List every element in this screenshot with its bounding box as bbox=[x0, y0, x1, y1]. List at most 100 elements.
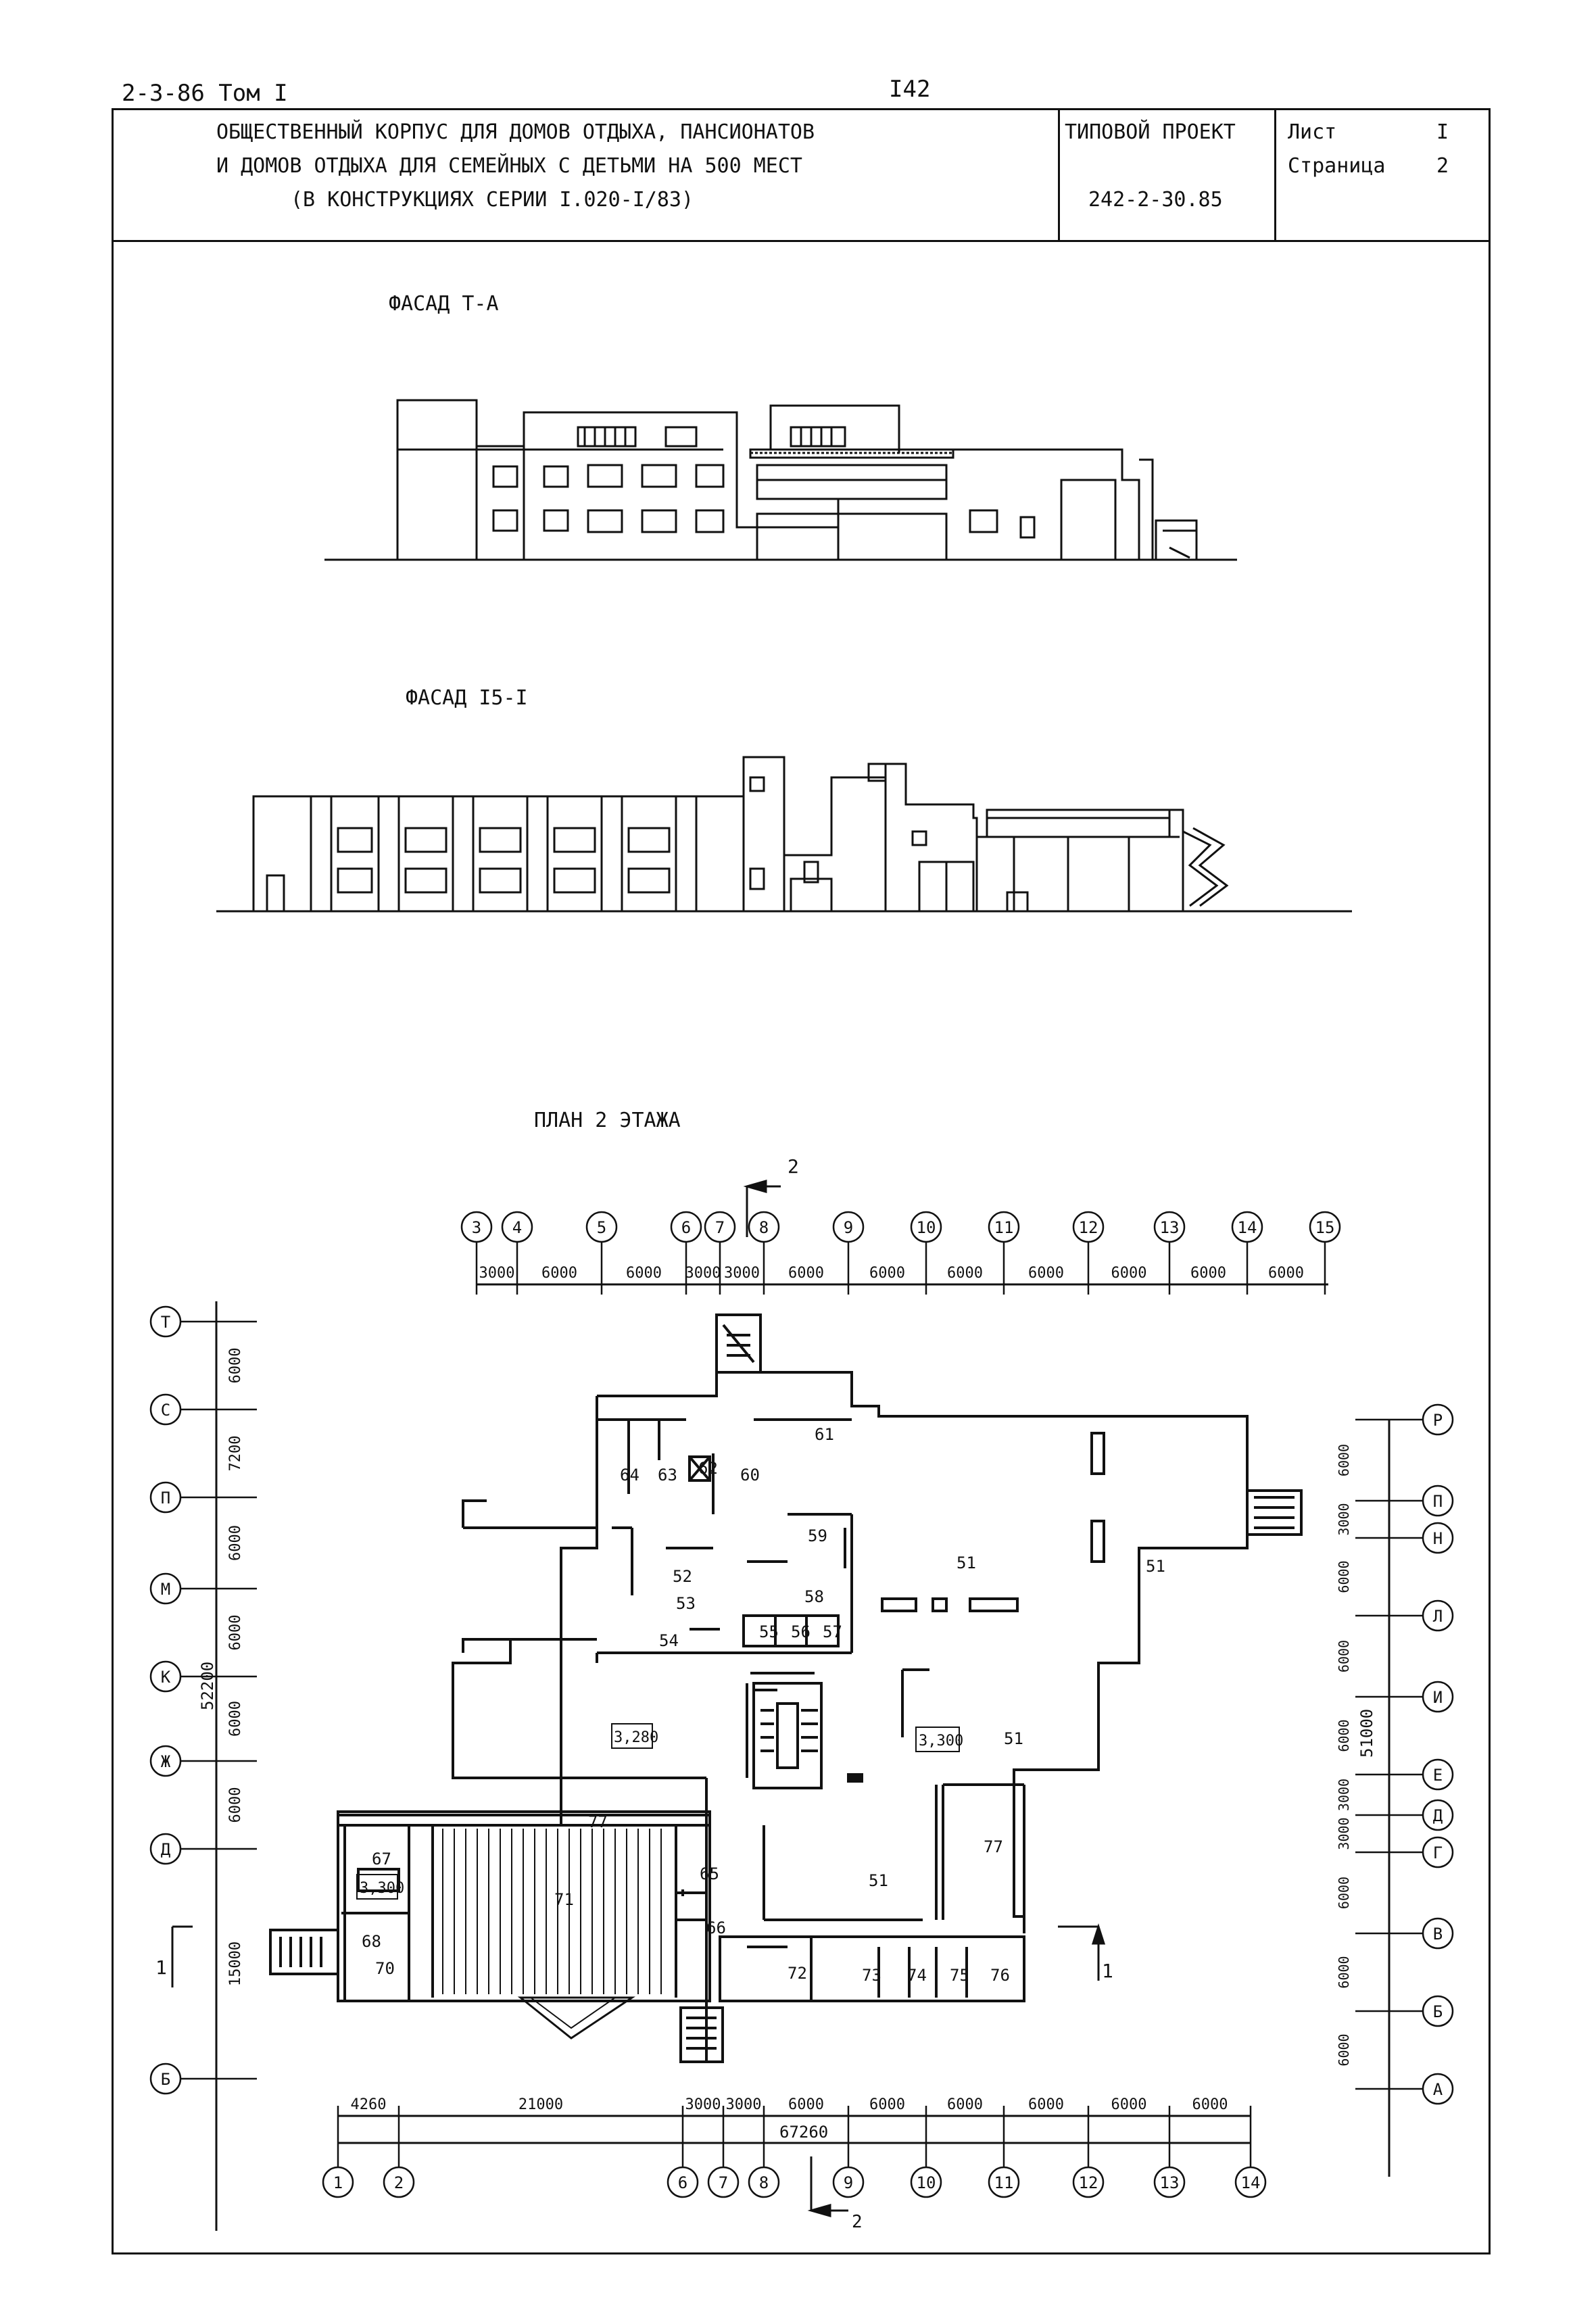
room-number: 67 bbox=[372, 1850, 391, 1868]
axis-right-Л: Л bbox=[1422, 1599, 1454, 1632]
section-mark-top: 2 bbox=[788, 1155, 799, 1178]
project-type-label: ТИПОВОЙ ПРОЕКТ bbox=[1065, 120, 1236, 144]
room-number: 71 bbox=[554, 1890, 574, 1909]
top-dim: 6000 bbox=[869, 1265, 905, 1282]
room-number: 70 bbox=[375, 1959, 395, 1978]
room-number: 68 bbox=[362, 1932, 381, 1951]
section-1-left: 1 bbox=[155, 1956, 167, 1979]
room-number: 75 bbox=[950, 1966, 969, 1985]
svg-text:Л: Л bbox=[1433, 1607, 1443, 1626]
axis-right-Д: Д bbox=[1422, 1799, 1454, 1831]
svg-text:13: 13 bbox=[1160, 1218, 1180, 1237]
facade-151-drawing bbox=[216, 756, 1352, 913]
section-mark-bottom: 2 bbox=[852, 2212, 863, 2231]
axis-top-6: 6 bbox=[670, 1211, 702, 1243]
svg-text:Р: Р bbox=[1433, 1411, 1443, 1430]
svg-text:Е: Е bbox=[1433, 1766, 1443, 1785]
axis-bottom-13: 13 bbox=[1153, 2166, 1186, 2198]
top-dim: 6000 bbox=[626, 1265, 662, 1282]
room-number: 72 bbox=[788, 1964, 807, 1983]
axis-top-11: 11 bbox=[988, 1211, 1020, 1243]
bottom-dim: 21000 bbox=[518, 2096, 563, 2113]
room-number: 60 bbox=[740, 1466, 760, 1485]
elevation-marks bbox=[356, 1723, 960, 1900]
room-number: 51 bbox=[869, 1871, 888, 1890]
page-value: 2 bbox=[1436, 154, 1449, 178]
axis-top-5: 5 bbox=[585, 1211, 618, 1243]
axis-right-И: И bbox=[1422, 1681, 1454, 1713]
right-dim: 6000 bbox=[1336, 1956, 1352, 1988]
right-dim: 3000 bbox=[1336, 1779, 1352, 1811]
room-number: 63 bbox=[658, 1466, 677, 1485]
right-dim: 3000 bbox=[1336, 1503, 1352, 1535]
svg-text:К: К bbox=[161, 1668, 171, 1687]
project-title-line-3: (В КОНСТРУКЦИЯХ СЕРИИ I.020-I/83) bbox=[291, 188, 694, 212]
axis-right-В: В bbox=[1422, 1917, 1454, 1950]
svg-text:10: 10 bbox=[917, 2173, 936, 2192]
top-dim: 6000 bbox=[1028, 1265, 1064, 1282]
svg-text:13: 13 bbox=[1160, 2173, 1180, 2192]
axis-bottom-12: 12 bbox=[1072, 2166, 1105, 2198]
svg-text:7: 7 bbox=[715, 1218, 725, 1237]
axis-left-Б: Б bbox=[149, 2062, 182, 2095]
room-number: 64 bbox=[620, 1466, 639, 1485]
axis-top-15: 15 bbox=[1309, 1211, 1341, 1243]
svg-text:9: 9 bbox=[844, 1218, 853, 1237]
plan-title: ПЛАН 2 ЭТАЖА bbox=[534, 1109, 681, 1132]
room-number: 77 bbox=[984, 1837, 1003, 1856]
svg-text:А: А bbox=[1433, 2080, 1443, 2099]
bottom-dim: 6000 bbox=[1111, 2096, 1147, 2113]
axis-top-3: 3 bbox=[460, 1211, 493, 1243]
room-number: 54 bbox=[659, 1631, 679, 1650]
axis-top-8: 8 bbox=[748, 1211, 780, 1243]
room-number: 62 bbox=[698, 1459, 718, 1478]
svg-text:Д: Д bbox=[161, 1840, 171, 1859]
svg-text:12: 12 bbox=[1079, 1218, 1098, 1237]
axis-left-С: С bbox=[149, 1393, 182, 1426]
svg-text:2: 2 bbox=[394, 2173, 404, 2192]
axis-top-4: 4 bbox=[501, 1211, 533, 1243]
bottom-dim: 6000 bbox=[947, 2096, 983, 2113]
svg-text:Ж: Ж bbox=[161, 1752, 171, 1771]
axis-left-Ж: Ж bbox=[149, 1745, 182, 1777]
left-dim: 6000 bbox=[227, 1525, 244, 1561]
axis-top-10: 10 bbox=[910, 1211, 942, 1243]
right-dim: 6000 bbox=[1336, 1640, 1352, 1672]
right-dim: 6000 bbox=[1336, 2033, 1352, 2066]
svg-text:14: 14 bbox=[1238, 1218, 1257, 1237]
svg-text:4: 4 bbox=[512, 1218, 522, 1237]
axis-bottom-9: 9 bbox=[832, 2166, 865, 2198]
room-number: 76 bbox=[990, 1966, 1010, 1985]
room-number: 73 bbox=[862, 1966, 881, 1985]
room-number: 56 bbox=[791, 1622, 811, 1641]
right-total-dim: 51000 bbox=[1357, 1709, 1376, 1758]
right-dim: 6000 bbox=[1336, 1877, 1352, 1909]
room-number: 51 bbox=[957, 1553, 976, 1572]
elevation-mark-1: 3,280 bbox=[614, 1729, 658, 1746]
building-walls bbox=[269, 1313, 1303, 2063]
left-dim: 6000 bbox=[227, 1615, 244, 1651]
svg-text:Н: Н bbox=[1433, 1529, 1443, 1548]
room-number: 66 bbox=[706, 1919, 726, 1937]
bottom-dim: 3000 bbox=[726, 2096, 762, 2113]
right-dim: 3000 bbox=[1336, 1817, 1352, 1850]
section-1-right: 1 bbox=[1102, 1960, 1113, 1982]
room-number: 55 bbox=[759, 1622, 779, 1641]
top-dim: 3000 bbox=[724, 1265, 760, 1282]
bottom-total-dim: 67260 bbox=[779, 2123, 828, 2142]
room-number: 58 bbox=[804, 1587, 824, 1606]
svg-text:8: 8 bbox=[759, 1218, 769, 1237]
svg-text:М: М bbox=[161, 1580, 170, 1599]
section-arrow-top bbox=[743, 1180, 781, 1237]
svg-text:3: 3 bbox=[472, 1218, 481, 1237]
left-total-dim: 52200 bbox=[198, 1662, 217, 1710]
axis-left-П: П bbox=[149, 1481, 182, 1514]
drawing-frame bbox=[112, 108, 1491, 2254]
axis-left-Д: Д bbox=[149, 1833, 182, 1865]
svg-text:С: С bbox=[161, 1401, 170, 1420]
axis-right-Е: Е bbox=[1422, 1758, 1454, 1791]
top-dim: 3000 bbox=[685, 1265, 721, 1282]
axis-right-П: П bbox=[1422, 1485, 1454, 1517]
bottom-dim: 4260 bbox=[351, 2096, 387, 2113]
svg-text:6: 6 bbox=[678, 2173, 687, 2192]
